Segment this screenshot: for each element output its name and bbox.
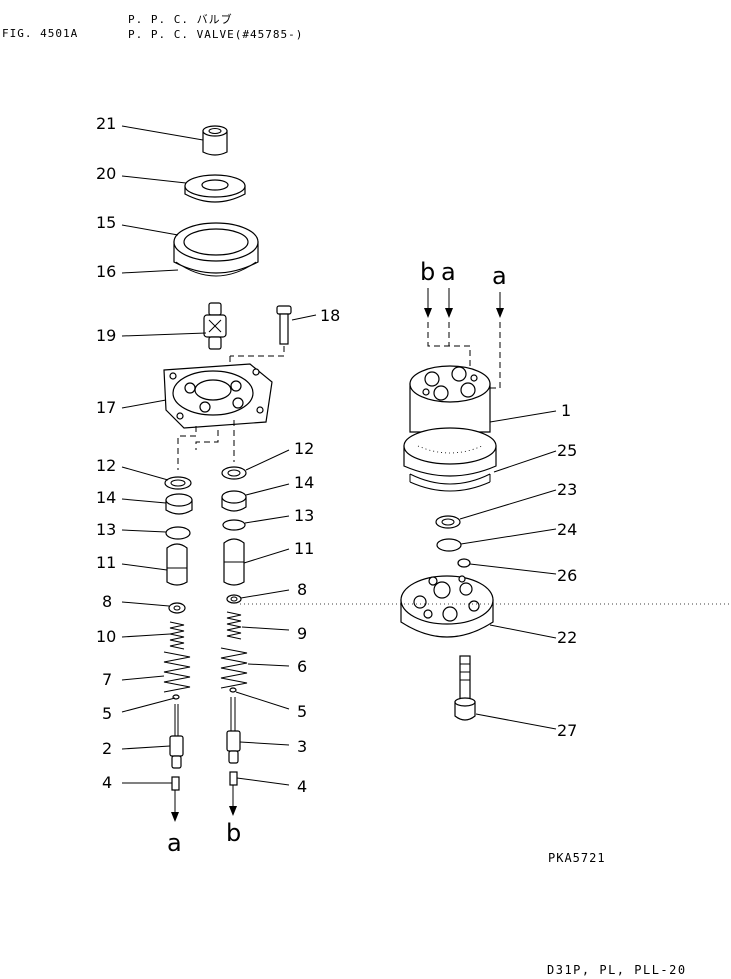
port-label-a-top-right: a — [492, 262, 507, 290]
callout-7: 7 — [102, 670, 112, 689]
part-25-flange — [403, 427, 497, 492]
callout-18: 18 — [320, 306, 340, 325]
part-22-plate — [400, 575, 494, 638]
callout-16: 16 — [96, 262, 116, 281]
part-20-plate — [184, 174, 246, 203]
callout-4-left: 4 — [102, 773, 112, 792]
part-26-o-ring — [457, 558, 471, 568]
callout-4-right: 4 — [297, 777, 307, 796]
callout-11-right: 11 — [294, 539, 314, 558]
callout-12-left: 12 — [96, 456, 116, 475]
callout-8-left: 8 — [102, 592, 112, 611]
part-23-seal — [435, 515, 461, 529]
callout-14-right: 14 — [294, 473, 314, 492]
callout-15: 15 — [96, 213, 116, 232]
callout-5-left: 5 — [102, 704, 112, 723]
model-list: D31P, PL, PLL-20 — [547, 963, 687, 977]
title-japanese: P. P. C. バルブ — [128, 13, 233, 26]
part-15-cover — [173, 222, 259, 274]
part-18-bolt — [229, 305, 292, 374]
callout-14-left: 14 — [96, 488, 116, 507]
left-spool-assembly — [163, 476, 193, 822]
callout-12-right: 12 — [294, 439, 314, 458]
callout-22: 22 — [557, 628, 577, 647]
part-19-joint — [203, 302, 227, 350]
callout-5-right: 5 — [297, 702, 307, 721]
callout-26: 26 — [557, 566, 577, 585]
callout-21: 21 — [96, 114, 116, 133]
part-16-boot — [175, 261, 257, 277]
callout-11-left: 11 — [96, 553, 116, 572]
callout-23: 23 — [557, 480, 577, 499]
callout-10: 10 — [96, 627, 116, 646]
callout-13-right: 13 — [294, 506, 314, 525]
callout-25: 25 — [557, 441, 577, 460]
part-1-valve-body — [409, 365, 491, 433]
callout-3: 3 — [297, 737, 307, 756]
part-21-bushing — [202, 125, 228, 156]
port-label-b-bottom: b — [226, 819, 241, 847]
callout-19: 19 — [96, 326, 116, 345]
callout-27: 27 — [557, 721, 577, 740]
title-english: P. P. C. VALVE(#45785-) — [128, 28, 304, 41]
part-24-o-ring — [436, 538, 462, 552]
part-17-plate — [163, 363, 273, 429]
port-label-a-top: a — [441, 258, 456, 286]
callout-17: 17 — [96, 398, 116, 417]
callout-2: 2 — [102, 739, 112, 758]
drawing-code: PKA5721 — [548, 851, 606, 865]
port-label-b-top: b — [420, 258, 435, 286]
part-27-bolt — [454, 655, 476, 721]
top-port-arrows — [424, 288, 504, 389]
callout-24: 24 — [557, 520, 577, 539]
callout-8-right: 8 — [297, 580, 307, 599]
callout-1: 1 — [561, 401, 571, 420]
right-spool-assembly — [220, 466, 248, 816]
callout-6: 6 — [297, 657, 307, 676]
callout-20: 20 — [96, 164, 116, 183]
callout-9: 9 — [297, 624, 307, 643]
callout-13-left: 13 — [96, 520, 116, 539]
assembly-guides-left — [177, 420, 235, 470]
leader-lines — [121, 125, 557, 786]
figure-number: FIG. 4501A — [2, 27, 79, 40]
port-label-a-bottom: a — [167, 829, 182, 857]
